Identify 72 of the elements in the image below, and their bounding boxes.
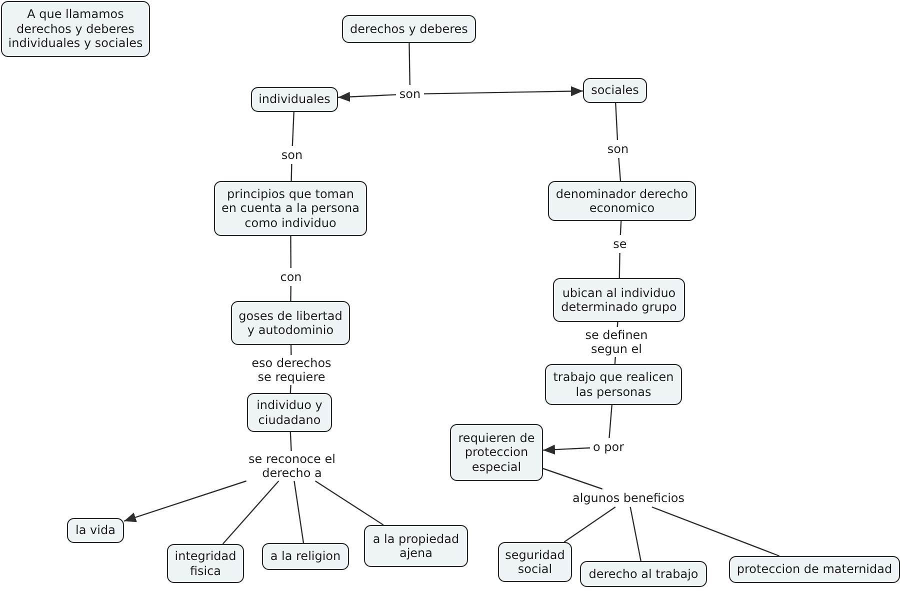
concept-box [545, 364, 682, 405]
connector-line [630, 506, 642, 562]
concept-label: individuales [258, 92, 330, 107]
connector-line [290, 164, 292, 182]
linking-phrase: algunos beneficios [571, 490, 686, 506]
linking-phrase: se reconoce el derecho a [244, 452, 340, 480]
concept-label: ubican al individuo determinado grupo [560, 286, 678, 314]
concept-label: trabajo que realicen las personas [552, 370, 675, 399]
connector-line [615, 102, 618, 140]
connector-line [564, 506, 616, 542]
concept-label: sociales [591, 83, 639, 98]
concept-label: denominador derecho economico [554, 186, 690, 216]
linking-phrase: son [605, 141, 631, 157]
connector-line [314, 480, 384, 526]
concept-box [580, 561, 707, 587]
concept-label: goses de libertad y autodominio [238, 308, 344, 338]
connector-line [290, 384, 292, 394]
concept-box [251, 87, 338, 112]
linking-phrase: se [611, 236, 629, 252]
concept-label: individuo y ciudadano [256, 398, 324, 427]
concept-box [583, 78, 647, 103]
connector-line [608, 404, 612, 438]
concept-label: proteccion de maternidad [736, 562, 892, 577]
concept-box [67, 518, 124, 543]
concept-label: principios que toman en cuenta a la persona como individuo [220, 186, 361, 230]
linking-phrase: eso derechos se requiere [247, 356, 336, 384]
arrow [338, 92, 396, 102]
connector-line [620, 220, 622, 236]
connector-line [222, 480, 280, 544]
concept-box [247, 393, 332, 432]
linking-phrase: con [278, 269, 304, 285]
concept-box [729, 556, 900, 583]
connector-line [618, 158, 622, 182]
concept-label: la vida [76, 523, 116, 538]
concept-label: a la propiedad ajena [372, 532, 460, 560]
connector-line [290, 344, 292, 356]
concept-box [498, 542, 572, 582]
connector-line [290, 286, 292, 301]
concept-label: derechos y deberes [350, 22, 468, 36]
concept-box [167, 544, 244, 583]
arrow [542, 444, 590, 455]
concept-box [364, 525, 468, 567]
connector-line [542, 468, 603, 490]
linking-phrase: son [397, 86, 423, 102]
linking-phrase: son [279, 147, 305, 163]
connector-line [614, 356, 616, 364]
concept-label: a la religion [270, 549, 341, 564]
connector-line [294, 480, 304, 544]
connector-line [652, 506, 780, 557]
concept-label: seguridad social [504, 548, 566, 576]
connector-line [290, 236, 292, 268]
concept-box [450, 424, 543, 481]
linking-phrase: o por [591, 439, 626, 455]
connector-line [292, 112, 294, 146]
concept-box [553, 278, 685, 322]
concept-box [262, 543, 349, 570]
arrow [124, 480, 246, 522]
connector-line [290, 432, 292, 452]
linking-phrase: se definen segun el [580, 328, 653, 356]
concept-box [214, 181, 367, 236]
concept-box [1, 1, 150, 57]
concept-label: derecho al trabajo [588, 566, 698, 582]
concept-label: requieren de proteccion especial [457, 430, 536, 474]
concept-box [231, 301, 350, 345]
concept-box [342, 15, 476, 43]
arrow [424, 86, 584, 96]
connector-line [616, 322, 618, 328]
connector-line [618, 252, 620, 278]
concept-box [548, 181, 696, 221]
connector-line [408, 42, 410, 86]
concept-label: integridad fisica [174, 549, 238, 578]
concept-label: A que llamamos derechos y deberes individuales y sociales [7, 7, 144, 51]
